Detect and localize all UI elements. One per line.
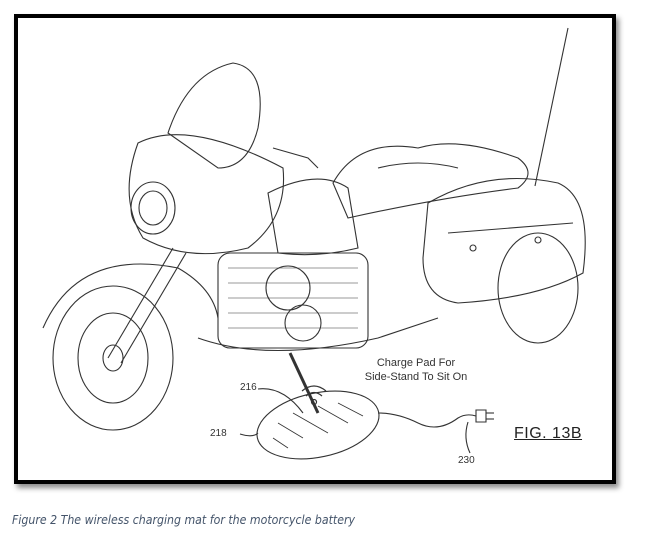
ref-216: 216 [240, 382, 257, 393]
exhaust [197, 317, 439, 352]
patent-figure-frame: Charge Pad For Side-Stand To Sit On 216 … [14, 14, 616, 484]
leader-216 [257, 388, 304, 414]
figure-caption: Figure 2 The wireless charging mat for t… [12, 512, 355, 527]
antenna [534, 27, 569, 187]
motorcycle-drawing [42, 27, 586, 460]
headlight [130, 181, 176, 235]
charging-pad [256, 390, 380, 460]
power-cord [377, 412, 477, 428]
fuel-tank [267, 178, 359, 256]
charge-pad-note: Charge Pad For Side-Stand To Sit On [356, 356, 476, 384]
leader-218 [239, 432, 259, 437]
ref-230: 230 [458, 455, 475, 466]
leader-230 [465, 421, 471, 454]
note-line-1: Charge Pad For [376, 357, 456, 369]
rear-wheel [497, 232, 579, 344]
plug [475, 409, 487, 423]
note-line-2: Side-Stand To Sit On [364, 371, 468, 383]
figure-label: FIG. 13B [514, 425, 583, 442]
front-fork [107, 247, 174, 359]
windshield [167, 62, 261, 169]
wireless-icon [301, 385, 327, 406]
kickstand [288, 352, 320, 414]
saddlebag [422, 178, 586, 304]
engine [217, 252, 369, 349]
front-wheel [52, 285, 174, 431]
front-fender [42, 263, 219, 329]
seat [332, 143, 529, 219]
fairing [128, 134, 285, 255]
ref-218: 218 [210, 428, 227, 439]
